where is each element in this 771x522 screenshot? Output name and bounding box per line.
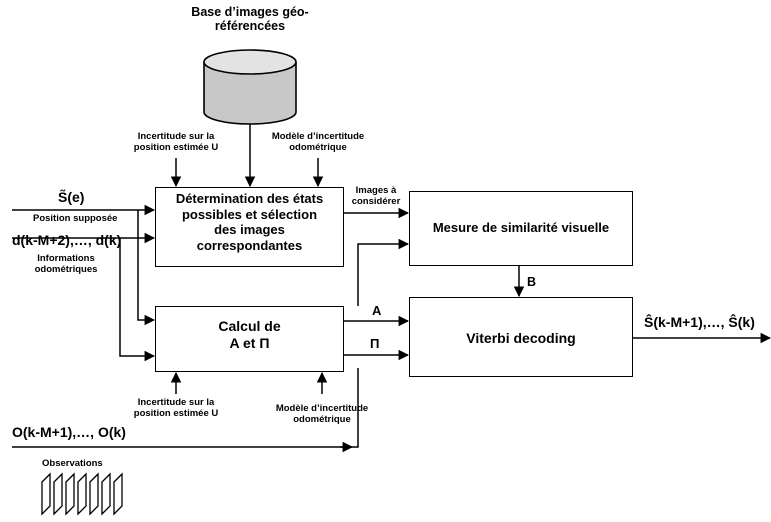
top-odometric-model-label: Modèle d’incertitude odométrique xyxy=(271,131,365,153)
observations-frames-icon xyxy=(41,472,123,516)
calcul-block-text: Calcul de A et Π xyxy=(218,318,281,351)
b-label: B xyxy=(527,275,537,289)
similarity-block-text: Mesure de similarité visuelle xyxy=(432,220,610,235)
determination-block-text: Détermination des états possibles et sél… xyxy=(175,191,324,253)
observations-label: Observations xyxy=(42,458,103,469)
database-cylinder-icon xyxy=(203,49,297,125)
output-label: Ŝ(k-M+1),…, Ŝ(k) xyxy=(644,314,755,330)
arrow-observations xyxy=(12,368,359,448)
viterbi-block-text: Viterbi decoding xyxy=(466,330,576,346)
s-e-label: S̃(e) xyxy=(58,189,85,205)
position-label: Position supposée xyxy=(33,213,118,224)
arrow-d-to-calcul xyxy=(119,238,156,362)
bottom-odometric-model-label: Modèle d’incertitude odométrique xyxy=(275,403,369,425)
o-sequence-label: O(k-M+1),…, O(k) xyxy=(12,424,126,440)
d-sequence-label: d(k-M+2),…, d(k) xyxy=(12,232,122,248)
calcul-block xyxy=(155,306,344,372)
arrow-observations-to-similarity xyxy=(357,238,410,306)
bottom-uncertainty-label: Incertitude sur la position estimée U xyxy=(133,397,219,419)
database-label: Base d’images géo- référencées xyxy=(191,5,309,34)
pi-label: Π xyxy=(370,336,380,351)
determination-block xyxy=(155,187,344,267)
similarity-block xyxy=(409,191,633,266)
top-uncertainty-label: Incertitude sur la position estimée U xyxy=(133,131,219,153)
a-label: A xyxy=(372,303,382,318)
images-label: Images à considérer xyxy=(351,185,401,207)
viterbi-block xyxy=(409,297,633,377)
odometry-label: Informations odométriques xyxy=(34,253,98,275)
arrow-s-e-to-calcul xyxy=(137,210,156,326)
